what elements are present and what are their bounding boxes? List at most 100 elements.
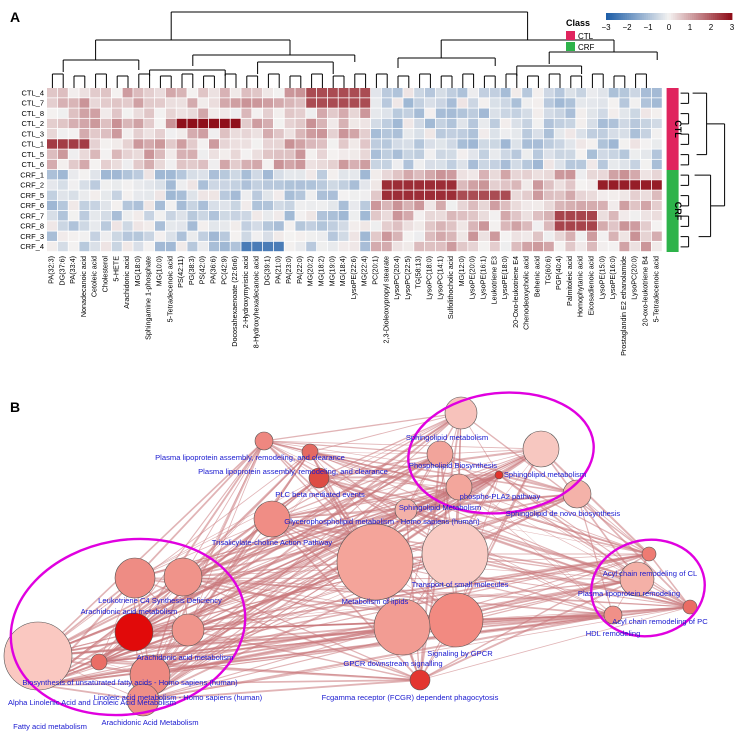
heatmap-cell	[284, 129, 295, 139]
heatmap-cell	[165, 149, 176, 159]
heatmap-cells	[47, 88, 662, 252]
heatmap-cell	[360, 180, 371, 190]
heatmap-cell	[111, 231, 122, 241]
colorbar-segment	[723, 13, 727, 20]
heatmap-cell	[68, 149, 79, 159]
heatmap-cell	[349, 139, 360, 149]
network-edge	[263, 412, 462, 442]
network-label: Plasma lipoprotein remodeling	[578, 589, 680, 598]
heatmap-cell	[587, 159, 597, 170]
panel-b-label: B	[10, 399, 20, 415]
heatmap-cell	[446, 200, 457, 211]
heatmap-cell	[457, 118, 468, 129]
network-label: Linoleic acid metabolism - Homo sapiens …	[94, 693, 263, 702]
heatmap-cell	[273, 221, 284, 231]
heatmap-cell	[241, 98, 252, 108]
heatmap-cell	[576, 118, 587, 129]
heatmap-cell	[371, 190, 381, 200]
heatmap-cell	[576, 159, 587, 170]
heatmap-cell	[371, 149, 381, 159]
heatmap-cell	[122, 211, 133, 221]
heatmap-cell	[263, 190, 273, 200]
heatmap-cell	[90, 129, 101, 139]
heatmap-cell	[68, 180, 79, 190]
heatmap-cell	[273, 118, 284, 129]
colorbar-segment	[641, 13, 645, 20]
heatmap-cell	[317, 221, 327, 231]
heatmap-cell	[587, 241, 597, 252]
heatmap-cell	[230, 108, 241, 118]
network-edge	[271, 486, 460, 520]
heatmap-cell	[543, 231, 554, 241]
heatmap-cell	[587, 108, 597, 118]
heatmap-cell	[317, 149, 327, 159]
heatmap-cell	[133, 139, 144, 149]
heatmap-cell	[187, 211, 198, 221]
column-label: PA(23:0)	[284, 256, 293, 284]
heatmap-cell	[587, 200, 597, 211]
heatmap-cell	[641, 129, 651, 139]
heatmap-cell	[533, 200, 543, 211]
heatmap-cell	[198, 159, 209, 170]
heatmap-cell	[435, 118, 446, 129]
heatmap-cell	[198, 129, 209, 139]
heatmap-cell	[252, 129, 263, 139]
heatmap-cell	[554, 159, 565, 170]
heatmap-cell	[457, 221, 468, 231]
heatmap-cell	[209, 170, 219, 180]
heatmap-cell	[263, 118, 273, 129]
heatmap-cell	[651, 98, 662, 108]
heatmap-cell	[101, 98, 111, 108]
heatmap-cell	[565, 211, 576, 221]
heatmap-cell	[349, 241, 360, 252]
heatmap-cell	[47, 139, 57, 149]
heatmap-cell	[543, 221, 554, 231]
colorbar-segment	[671, 13, 674, 20]
network-edge	[405, 509, 650, 555]
heatmap-cell	[533, 159, 543, 170]
heatmap-cell	[306, 98, 317, 108]
heatmap-cell	[360, 190, 371, 200]
heatmap-cell	[198, 118, 209, 129]
column-label: Cetoleic acid	[90, 256, 99, 297]
network-node	[90, 653, 108, 671]
heatmap-cell	[284, 108, 295, 118]
network-label: Arachidonic acid metabolism	[81, 607, 178, 616]
heatmap-cell	[306, 231, 317, 241]
heatmap-cell	[371, 159, 381, 170]
heatmap-cell	[47, 108, 57, 118]
heatmap-cell	[597, 108, 608, 118]
heatmap-cell	[641, 180, 651, 190]
heatmap-cell	[219, 180, 230, 190]
heatmap-cell	[241, 180, 252, 190]
heatmap-cell	[122, 98, 133, 108]
heatmap-cell	[435, 88, 446, 98]
heatmap-cell	[57, 190, 68, 200]
heatmap-cell	[187, 88, 198, 98]
network-label: PLC beta mediated events	[275, 490, 365, 499]
heatmap-cell	[533, 129, 543, 139]
heatmap-cell	[371, 231, 381, 241]
heatmap-cell	[457, 231, 468, 241]
heatmap-cell	[327, 118, 338, 129]
column-label: Cholesterol	[100, 256, 109, 293]
heatmap-cell	[608, 211, 619, 221]
heatmap-cell	[273, 190, 284, 200]
heatmap-cell	[630, 241, 641, 252]
heatmap-cell	[651, 241, 662, 252]
heatmap-cell	[317, 231, 327, 241]
column-label: 5-HETE	[111, 256, 120, 282]
heatmap-cell	[57, 159, 68, 170]
heatmap-cell	[435, 231, 446, 241]
heatmap-cell	[122, 231, 133, 241]
heatmap-cell	[122, 170, 133, 180]
heatmap-cell	[57, 129, 68, 139]
colorbar-segment	[685, 13, 689, 20]
heatmap-cell	[209, 241, 219, 252]
heatmap-cell	[295, 231, 306, 241]
heatmap-cell	[209, 200, 219, 211]
heatmap-cell	[317, 159, 327, 170]
heatmap-cell	[641, 190, 651, 200]
row-label: CRF_4	[20, 242, 44, 251]
